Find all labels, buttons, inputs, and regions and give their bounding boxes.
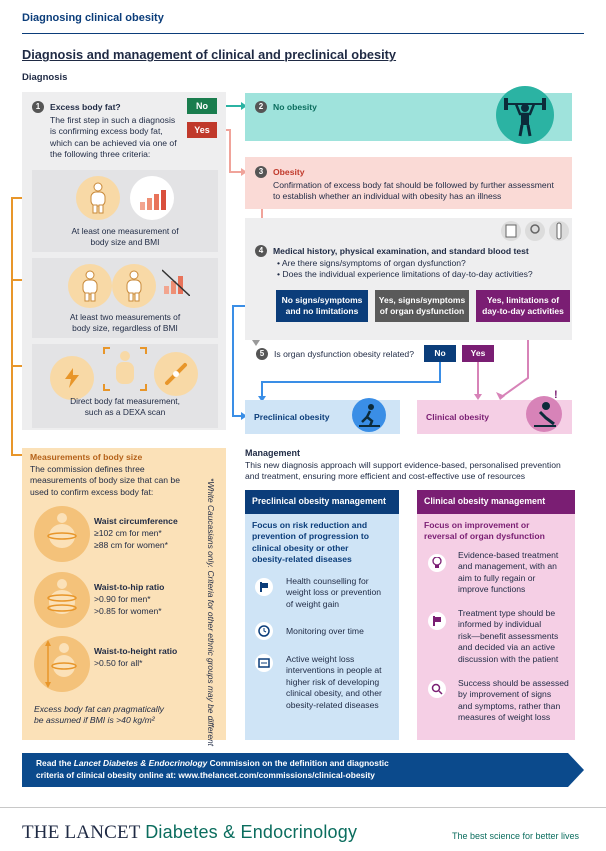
step5-number: 5 [256, 348, 268, 360]
body-figure-icon [82, 270, 98, 302]
no-obesity-title: No obesity [273, 102, 317, 112]
step4-questions: • Are there signs/symptoms of organ dysf… [277, 258, 533, 280]
waist-height-all: >0.50 for all* [94, 658, 143, 668]
obesity-description: Confirmation of excess body fat should b… [273, 180, 554, 202]
management-title: Management [245, 448, 301, 458]
yes-excess-fat-tag: Yes [187, 122, 217, 138]
waist-circumference-men: ≥102 cm for men* [94, 528, 162, 538]
banner-line-1: Read the Lancet Diabetes & Endocrinology… [36, 758, 389, 768]
preclinical-management-panel [245, 490, 399, 740]
banner-line-2: criteria of clinical obesity online at: … [36, 770, 375, 780]
body-figure-icon [126, 270, 142, 302]
clock-icon [258, 625, 270, 637]
step2-number: 2 [255, 101, 267, 113]
flag-icon [433, 616, 441, 626]
step4-title: Medical history, physical examination, a… [273, 246, 529, 256]
obesity-title: Obesity [273, 167, 305, 177]
waist-circumference-women: ≥88 cm for women* [94, 540, 168, 550]
step1-title: Excess body fat? [50, 102, 121, 112]
step5-question: Is organ dysfunction obesity related? [274, 349, 414, 359]
waist-circumference-title: Waist circumference [94, 516, 178, 526]
treadmill-icon [359, 404, 380, 427]
step5-yes-tag: Yes [462, 345, 494, 362]
preclinical-management-heading: Preclinical obesity management [245, 490, 399, 514]
lancet-logo: THE LANCET Diabetes & Endocrinology [22, 822, 358, 843]
magnifier-icon [431, 683, 443, 695]
weightlifter-icon [504, 98, 546, 137]
dexa-body-icon [103, 347, 147, 391]
body-figure-icon [90, 182, 106, 214]
banner-arrow [568, 753, 584, 787]
criterion-direct-fat: Direct body fat measurement,such as a DE… [32, 344, 218, 428]
diagnosis-label: Diagnosis [22, 72, 68, 83]
footer-divider [0, 807, 606, 808]
footer-tagline: The best science for better lives [452, 831, 580, 841]
measurements-title: Measurements of body size [30, 452, 143, 462]
step1-number: 1 [32, 101, 44, 113]
clinical-result-label: Clinical obesity [426, 412, 490, 422]
commission-link-banner[interactable]: Read the Lancet Diabetes & Endocrinology… [22, 753, 568, 787]
waist-height-title: Waist-to-height ratio [94, 646, 178, 656]
medical-tools-icons [501, 221, 569, 241]
preclinical-item-2: Monitoring over time [286, 626, 364, 636]
hip-body-icon [47, 579, 77, 614]
step5-no-tag: No [424, 345, 456, 362]
lightbulb-icon [432, 557, 442, 568]
seated-person-icon: ! [534, 389, 558, 427]
tape-measure-icon [165, 363, 187, 385]
waist-body-icon [47, 513, 77, 548]
height-body-icon [45, 640, 77, 688]
criterion-3-label: Direct body fat measurement,such as a DE… [70, 396, 180, 417]
svg-text:!: ! [554, 389, 558, 401]
management-description: This new diagnosis approach will support… [245, 460, 561, 482]
chart-board-icon [258, 658, 270, 668]
no-excess-fat-tag: No [187, 98, 217, 114]
bmi-bars-icon [140, 190, 166, 210]
ethnicity-footnote: *White Caucasians only. Criteria for oth… [206, 478, 216, 746]
lightning-icon [65, 368, 79, 388]
obesity-box [245, 157, 572, 209]
waist-hip-title: Waist-to-hip ratio [94, 582, 165, 592]
waist-hip-men: >0.90 for men* [94, 594, 151, 604]
treatment-icon [428, 554, 446, 572]
step4-number: 4 [255, 245, 267, 257]
step3-number: 3 [255, 166, 267, 178]
preclinical-result-label: Preclinical obesity [254, 412, 330, 422]
waist-hip-women: >0.85 for women* [94, 606, 162, 616]
clinical-management-heading: Clinical obesity management [417, 490, 575, 514]
header-divider [22, 33, 584, 34]
flag-icon [260, 582, 268, 592]
crossed-bmi-icon [162, 269, 190, 296]
section-title: Diagnosing clinical obesity [22, 12, 164, 24]
page-title: Diagnosis and management of clinical and… [22, 47, 397, 62]
